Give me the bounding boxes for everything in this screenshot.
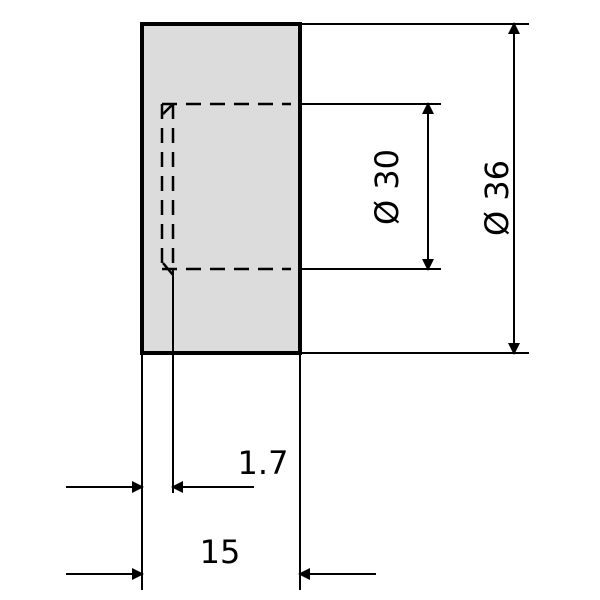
outer-diameter-label: Ø 36 bbox=[478, 160, 516, 236]
wall-offset-dimension: 1.7 bbox=[66, 444, 289, 493]
inner-diameter-label: Ø 30 bbox=[368, 149, 406, 225]
length-label: 15 bbox=[200, 533, 241, 571]
inner-diameter-dimension: Ø 30 bbox=[368, 102, 434, 271]
extension-lines bbox=[141, 23, 529, 590]
part-body bbox=[140, 22, 302, 355]
outer-diameter-dimension: Ø 36 bbox=[478, 22, 520, 355]
wall-offset-label: 1.7 bbox=[238, 444, 289, 482]
hidden-bore-outline bbox=[160, 102, 291, 276]
length-dimension: 15 bbox=[66, 533, 376, 580]
